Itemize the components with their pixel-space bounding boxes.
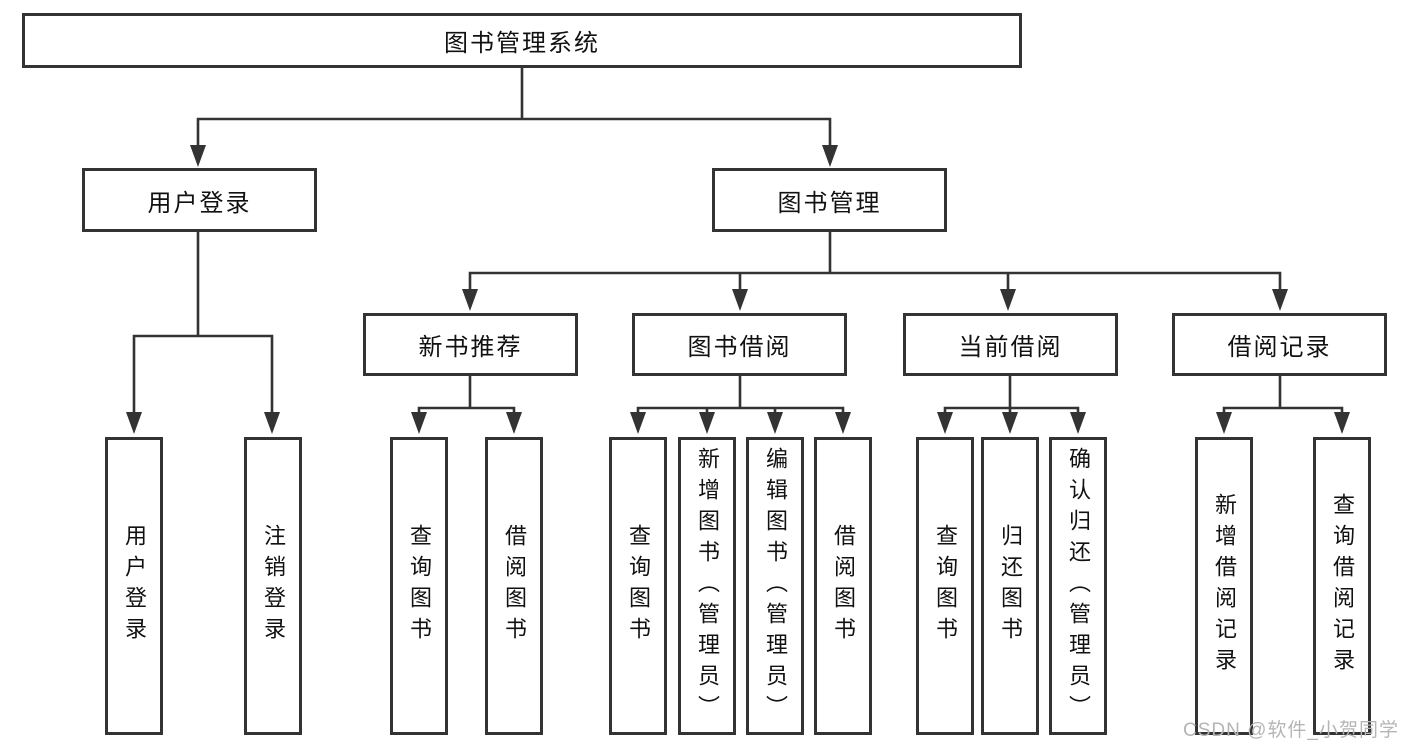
node-leaf-query-books-current: 查询图书 — [916, 437, 974, 735]
node-label: 图书管理系统 — [444, 30, 600, 57]
node-borrowing-records: 借阅记录 — [1172, 313, 1387, 376]
node-label: 查询图书 — [407, 524, 432, 648]
node-user-login-branch: 用户登录 — [82, 168, 317, 232]
node-leaf-query-books-recommend: 查询图书 — [390, 437, 448, 735]
node-label: 用户登录 — [147, 189, 252, 217]
node-leaf-confirm-return-admin: 确认归还（管理员） — [1049, 437, 1107, 735]
node-leaf-edit-books-admin: 编辑图书（管理员） — [746, 437, 804, 735]
node-label: 查询图书 — [626, 524, 651, 648]
node-label: 确认归还（管理员） — [1066, 446, 1091, 726]
node-leaf-add-borrow-record: 新增借阅记录 — [1195, 437, 1253, 735]
node-label: 查询借阅记录 — [1330, 493, 1355, 679]
node-label: 借阅图书 — [502, 524, 527, 648]
arrowhead-icon — [126, 145, 1350, 434]
node-leaf-return-books: 归还图书 — [981, 437, 1039, 735]
node-leaf-query-books-borrow: 查询图书 — [609, 437, 667, 735]
node-leaf-add-books-admin: 新增图书（管理员） — [678, 437, 736, 735]
node-label: 归还图书 — [998, 524, 1023, 648]
node-label: 查询图书 — [933, 524, 958, 648]
node-book-borrowing: 图书借阅 — [632, 313, 847, 376]
node-label: 借阅记录 — [1227, 334, 1332, 361]
node-book-management-branch: 图书管理 — [712, 168, 947, 232]
node-leaf-borrow-books: 借阅图书 — [814, 437, 872, 735]
node-label: 图书借阅 — [687, 334, 792, 361]
node-leaf-query-borrow-record: 查询借阅记录 — [1313, 437, 1371, 735]
tree-edges — [132, 66, 1344, 417]
node-new-book-recommendation: 新书推荐 — [363, 313, 578, 376]
node-root-library-management-system: 图书管理系统 — [22, 13, 1022, 68]
node-current-borrowing: 当前借阅 — [903, 313, 1118, 376]
csdn-watermark: CSDN @软件_小贺同学 — [1183, 720, 1399, 741]
node-label: 编辑图书（管理员） — [763, 446, 788, 726]
node-label: 新书推荐 — [418, 334, 523, 361]
node-label: 当前借阅 — [958, 334, 1063, 361]
node-label: 图书管理 — [777, 189, 882, 217]
node-leaf-user-login: 用户登录 — [105, 437, 163, 735]
node-label: 用户登录 — [122, 524, 147, 648]
node-label: 借阅图书 — [831, 524, 856, 648]
node-label: 注销登录 — [261, 524, 286, 648]
node-label: 新增借阅记录 — [1212, 493, 1237, 679]
node-label: 新增图书（管理员） — [695, 446, 720, 726]
node-leaf-borrow-books-recommend: 借阅图书 — [485, 437, 543, 735]
node-leaf-logout: 注销登录 — [244, 437, 302, 735]
